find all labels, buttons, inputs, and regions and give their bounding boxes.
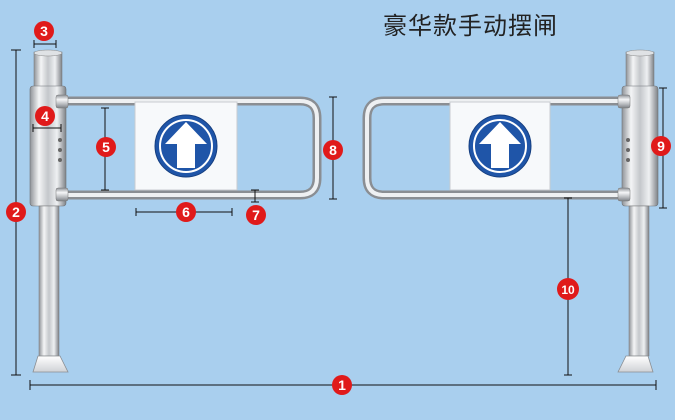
badge-3: 3 <box>34 21 54 41</box>
badge-5-label: 5 <box>102 139 110 155</box>
up-arrow-icon <box>468 114 532 178</box>
badge-10-label: 10 <box>561 283 575 297</box>
badge-3-label: 3 <box>40 23 48 39</box>
left-gate-arm <box>55 94 322 202</box>
badge-10: 10 <box>557 278 579 300</box>
right-post <box>617 49 659 373</box>
right-gate-arm <box>362 94 631 202</box>
badge-4: 4 <box>35 106 55 126</box>
badge-1-label: 1 <box>338 377 346 393</box>
badge-6-label: 6 <box>182 204 190 220</box>
badge-1: 1 <box>332 375 352 395</box>
badge-8: 8 <box>323 140 343 160</box>
badge-7-label: 7 <box>252 207 260 223</box>
badge-4-label: 4 <box>41 108 49 124</box>
badge-9-label: 9 <box>657 138 665 154</box>
badge-2: 2 <box>6 202 26 222</box>
page-title: 豪华款手动摆闸 <box>383 12 558 40</box>
badge-2-label: 2 <box>12 204 20 220</box>
badge-9: 9 <box>651 136 671 156</box>
dimension-lines <box>11 40 667 390</box>
badge-8-label: 8 <box>329 142 337 158</box>
badge-5: 5 <box>96 137 116 157</box>
up-arrow-icon <box>154 114 218 178</box>
badge-7: 7 <box>246 205 266 225</box>
badge-6: 6 <box>176 202 196 222</box>
